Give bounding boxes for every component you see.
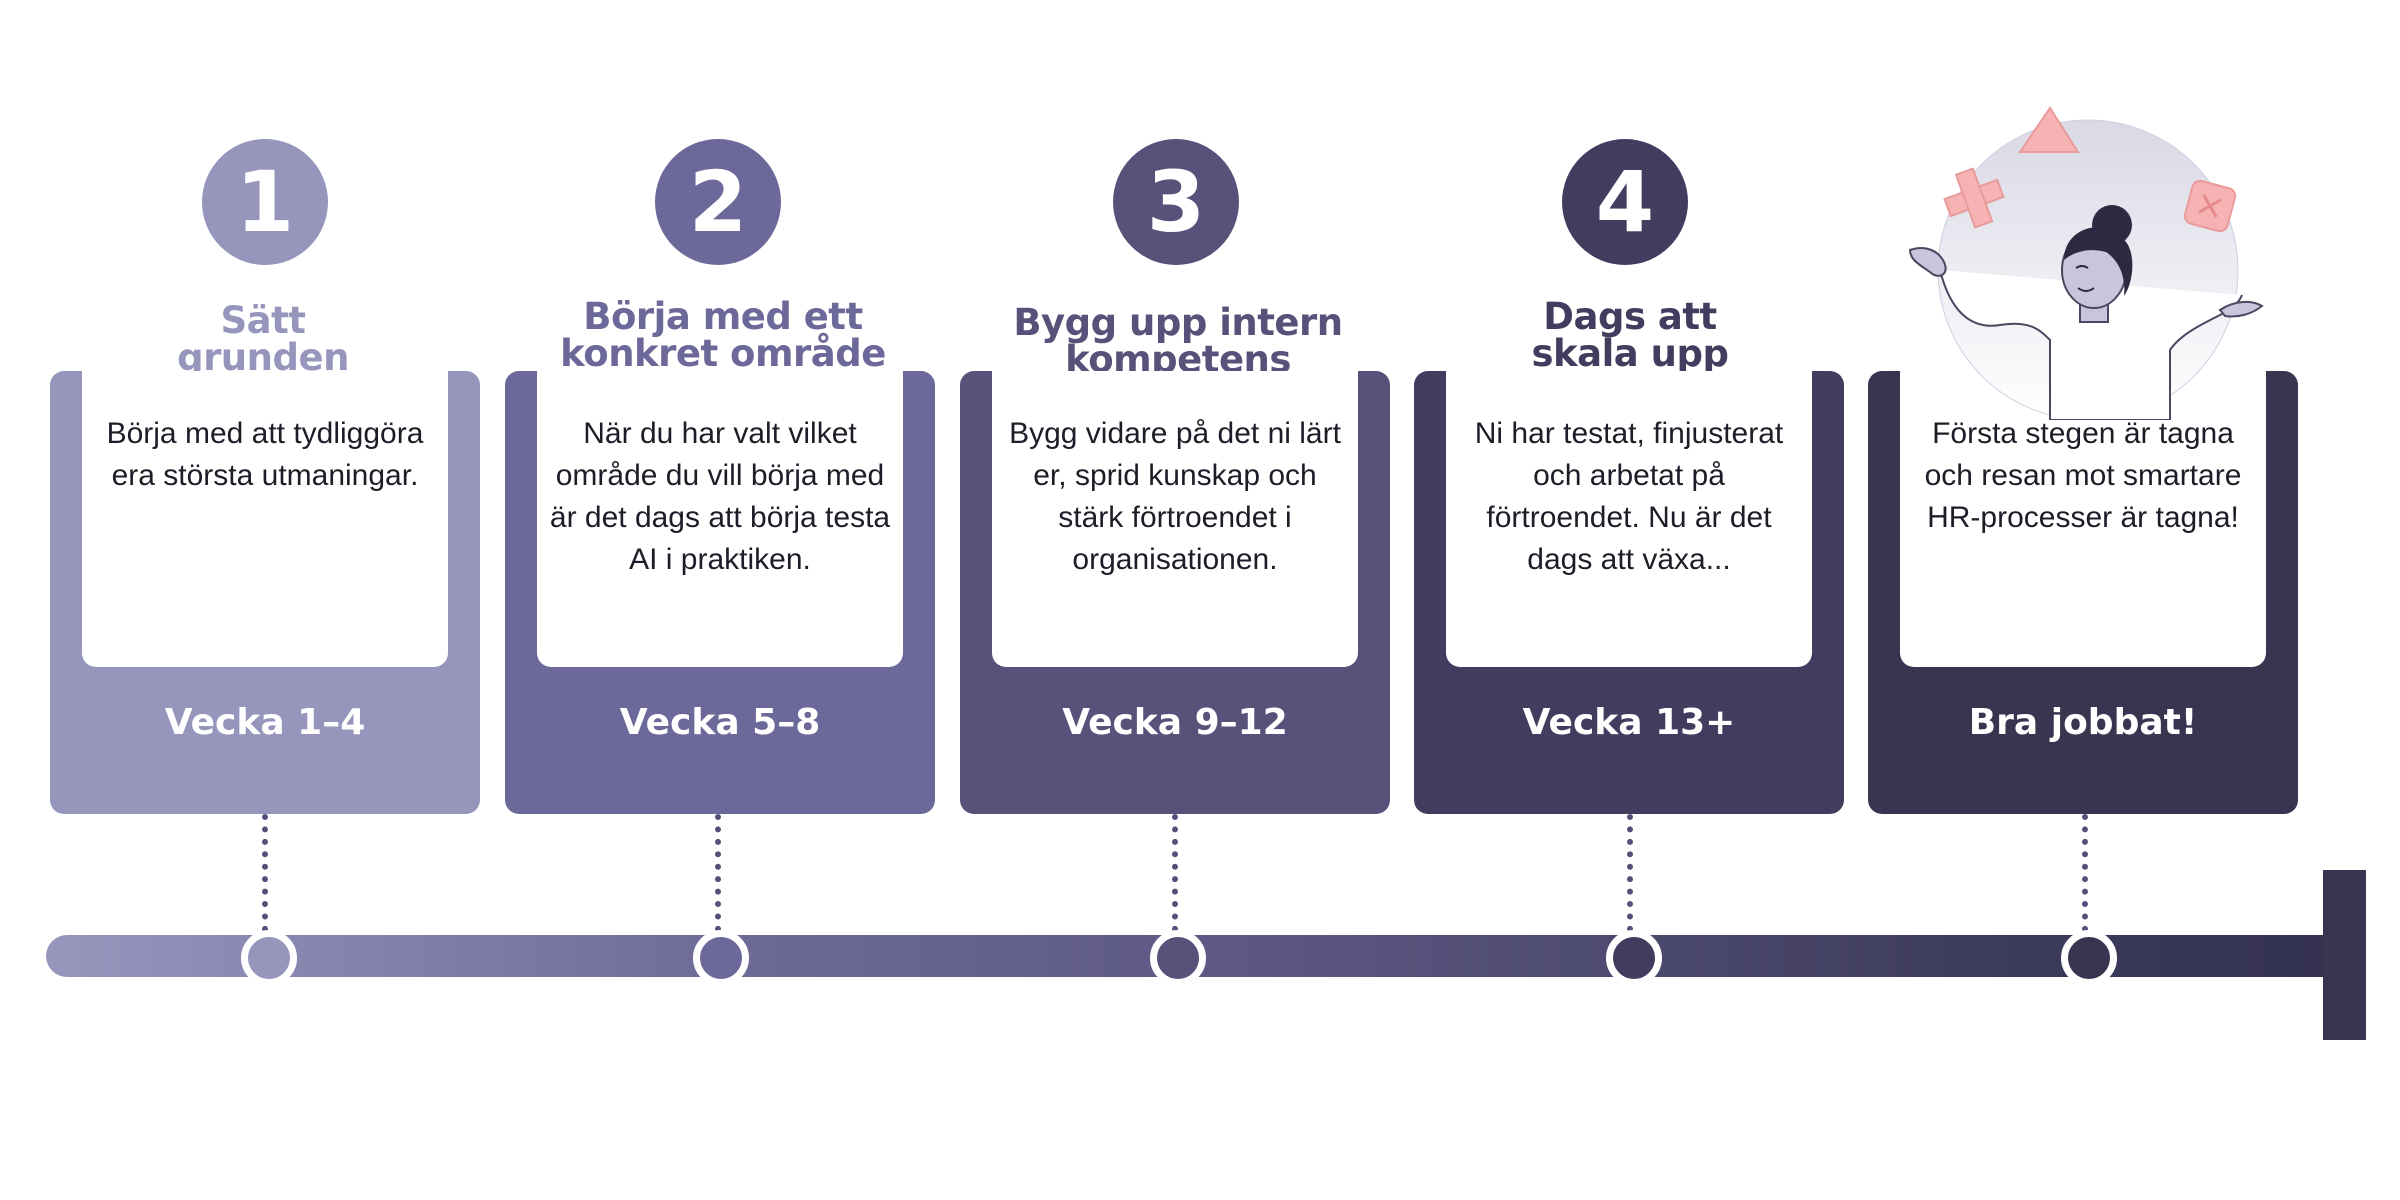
connector-3 (1172, 814, 1178, 932)
step-2-card-content: När du har valt vilket område du vill bö… (537, 371, 903, 667)
step-2-number: 2 (655, 139, 781, 265)
step-1-number: 1 (202, 139, 328, 265)
step-2-title-line1: Börja med ett (583, 295, 863, 338)
step-2-week-label: Vecka 5–8 (619, 702, 821, 743)
step-1-title: Sätt grunden (53, 302, 473, 376)
step-1-card: Börja med att tydliggöra era största utm… (50, 371, 480, 814)
step-4-description: Ni har testat, finjusterat och arbetat p… (1474, 417, 1784, 576)
final-description: Första stegen är tagna och resan mot sma… (1924, 417, 2242, 534)
step-3-title: Bygg upp intern kompetens (968, 304, 1388, 378)
final-card: Första stegen är tagna och resan mot sma… (1868, 371, 2298, 814)
step-2-title: Börja med ett konkret område (513, 298, 933, 372)
timeline-end-marker (2323, 870, 2366, 1040)
step-3-card-content: Bygg vidare på det ni lärt er, sprid kun… (992, 371, 1358, 667)
step-1-title-line2: grunden (177, 336, 349, 379)
timeline-node-1 (241, 930, 297, 986)
connector-1 (262, 814, 268, 932)
step-2-description: När du har valt vilket område du vill bö… (549, 417, 891, 576)
cross-icon (1943, 167, 2005, 229)
step-1-description: Börja med att tydliggöra era största utm… (106, 417, 424, 492)
connector-5 (2082, 814, 2088, 932)
step-4-card-content: Ni har testat, finjusterat och arbetat p… (1446, 371, 1812, 667)
connector-4 (1627, 814, 1633, 932)
step-2-title-line2: konkret område (560, 332, 886, 375)
step-3-week-label: Vecka 9–12 (1062, 702, 1288, 743)
step-3-title-line1: Bygg upp intern (1013, 301, 1343, 344)
person-juggling-illustration (1908, 106, 2264, 420)
final-label: Bra jobbat! (1968, 702, 2198, 743)
step-4-card: Ni har testat, finjusterat och arbetat p… (1414, 371, 1844, 814)
step-3-description: Bygg vidare på det ni lärt er, sprid kun… (1009, 417, 1341, 576)
connector-2 (715, 814, 721, 932)
step-2-card: När du har valt vilket område du vill bö… (505, 371, 935, 814)
step-1-title-line1: Sätt (220, 299, 307, 342)
step-3-number: 3 (1113, 139, 1239, 265)
step-4-title-line1: Dags att (1543, 295, 1717, 338)
step-4-week-label: Vecka 13+ (1522, 702, 1736, 743)
step-3-card: Bygg vidare på det ni lärt er, sprid kun… (960, 371, 1390, 814)
step-1-week-label: Vecka 1–4 (164, 702, 366, 743)
step-1-card-content: Börja med att tydliggöra era största utm… (82, 371, 448, 667)
timeline-node-4 (1606, 930, 1662, 986)
timeline-node-2 (693, 930, 749, 986)
final-card-content: Första stegen är tagna och resan mot sma… (1900, 371, 2266, 667)
triangle-icon (2018, 106, 2080, 153)
x-box-icon (2183, 179, 2237, 233)
step-4-title: Dags att skala upp (1420, 298, 1840, 372)
timeline-node-5 (2061, 930, 2117, 986)
timeline-node-3 (1150, 930, 1206, 986)
step-4-title-line2: skala upp (1531, 332, 1729, 375)
step-4-number: 4 (1562, 139, 1688, 265)
